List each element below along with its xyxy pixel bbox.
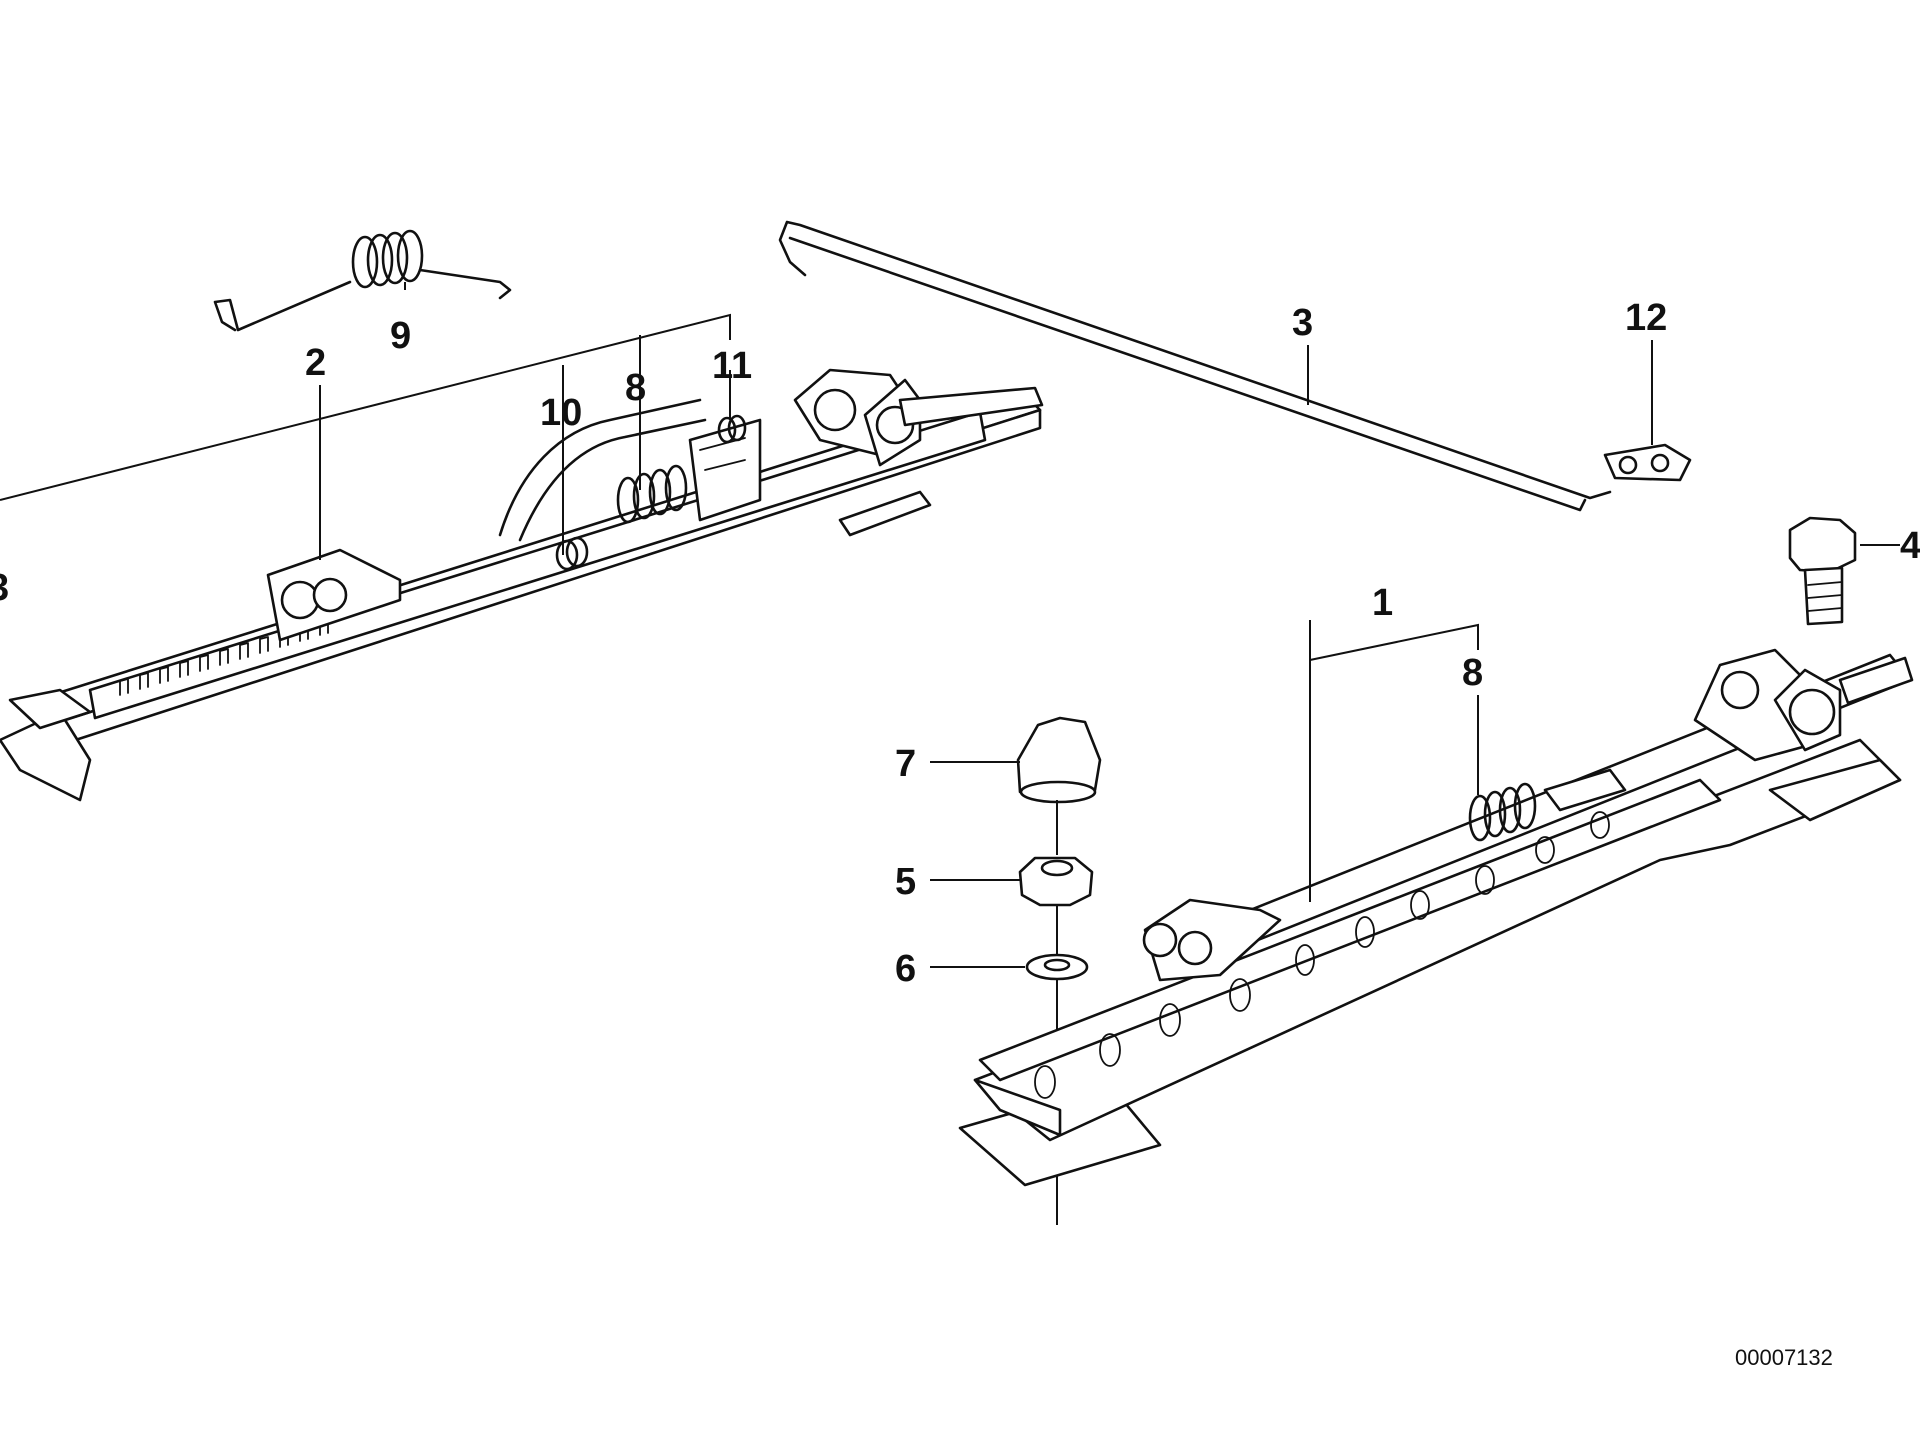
- callout-10: 10: [540, 392, 582, 434]
- right-seat-rail: [958, 648, 1914, 1187]
- clip-12: [1603, 443, 1692, 482]
- bolt-4: [1788, 516, 1857, 626]
- rod-3: [778, 220, 1612, 512]
- callout-3-partial: 3: [0, 567, 9, 609]
- callout-12: 12: [1625, 297, 1667, 339]
- callout-7: 7: [895, 743, 916, 785]
- cap-7: [1016, 716, 1102, 804]
- callout-8-left: 8: [625, 367, 646, 409]
- callout-labels: 9 2 10 8 11 3 12 4 1 8 7 5 6 3: [0, 297, 1920, 990]
- spring-9: [213, 229, 512, 332]
- callout-5: 5: [895, 861, 916, 903]
- washer-6: [1025, 953, 1089, 981]
- callout-6: 6: [895, 948, 916, 990]
- coil-spring-icon: [351, 229, 424, 289]
- callout-8-right: 8: [1462, 652, 1483, 694]
- diagram-number: 00007132: [1735, 1345, 1833, 1370]
- spring-icon: [616, 464, 688, 524]
- left-seat-rail: [0, 368, 1044, 802]
- callout-1: 1: [1372, 582, 1393, 624]
- callout-3: 3: [1292, 302, 1313, 344]
- nut-5: [1018, 856, 1094, 907]
- callout-4: 4: [1900, 525, 1920, 567]
- callout-9: 9: [390, 315, 411, 357]
- leader-lines: [0, 282, 1900, 968]
- callout-2: 2: [305, 342, 326, 384]
- callout-11: 11: [712, 345, 752, 387]
- spring-icon: [1468, 782, 1537, 842]
